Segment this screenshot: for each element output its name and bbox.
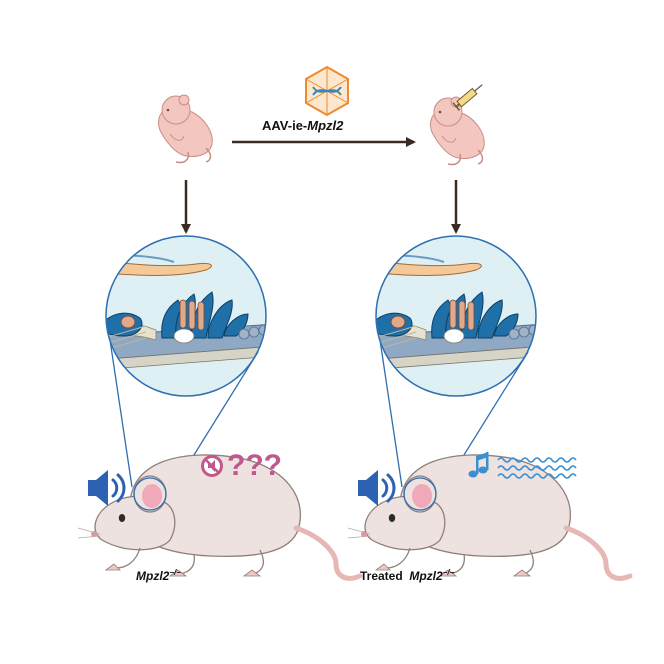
treated-gene: Mpzl2 — [409, 569, 443, 583]
music-note-icon — [468, 452, 489, 478]
treated-genotype: −/− — [442, 568, 455, 577]
zoom-line-right-a — [379, 339, 403, 488]
cochlea-zoom-treated — [375, 235, 537, 397]
untreated-gene: Mpzl2 — [136, 569, 170, 583]
neonatal-mouse-untreated — [157, 94, 214, 164]
treated-caption: Treated Mpzl2−/− — [360, 568, 454, 583]
ear-highlight-left — [133, 477, 167, 511]
aav-capsid-icon — [304, 65, 350, 117]
zoom-line-left-a — [109, 339, 133, 488]
vector-label: AAV-ie-Mpzl2 — [262, 118, 343, 133]
cochlea-zoom-untreated — [105, 235, 267, 397]
sound-wave-icon — [497, 457, 577, 479]
mouse-treated — [348, 455, 630, 578]
untreated-caption: Mpzl2−/− — [136, 568, 181, 583]
muted-icon — [201, 455, 223, 477]
treated-prefix: Treated — [360, 569, 403, 583]
ear-highlight-right — [403, 477, 437, 511]
speaker-icon — [356, 468, 396, 508]
syringe-icon — [452, 84, 483, 111]
outer-hair-cells-untreated — [179, 299, 205, 331]
untreated-genotype: −/− — [169, 568, 181, 577]
outer-hair-cells-treated — [449, 299, 475, 331]
hearing-loss-question-marks: ??? — [227, 449, 282, 482]
vector-prefix: AAV-ie- — [262, 118, 308, 133]
speaker-icon — [86, 468, 126, 508]
vector-gene: Mpzl2 — [307, 118, 344, 133]
